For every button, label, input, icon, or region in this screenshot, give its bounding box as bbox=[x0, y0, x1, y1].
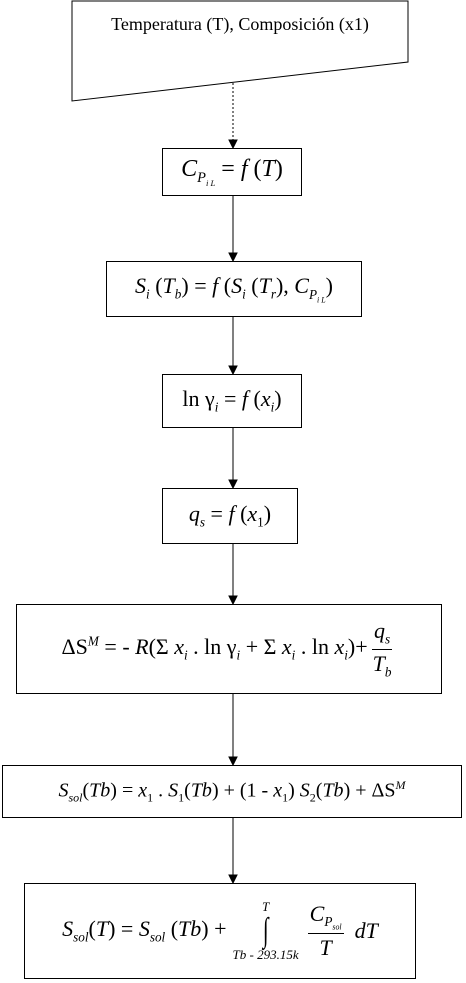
arrowhead-3 bbox=[228, 365, 238, 376]
arrowhead-2 bbox=[228, 252, 238, 263]
ln-gamma-box: ln γi = f (xi) bbox=[162, 374, 302, 428]
arrowhead-1 bbox=[228, 139, 238, 150]
delta-s-box: ΔSM = - R(Σ xi . ln γi + Σ xi . ln xi)+q… bbox=[16, 604, 442, 694]
arrowhead-5 bbox=[228, 595, 238, 606]
s-sol-t-box: Ssol(T) = Ssol (Tb) + T ∫ Tb - 293.15k C… bbox=[24, 883, 416, 979]
s-sol-tb-box: Ssol(Tb) = x1 . S1(Tb) + (1 - x1) S2(Tb)… bbox=[2, 765, 462, 818]
cp-box: CPi L = f (T) bbox=[162, 148, 302, 196]
qs-box: qs = f (x1) bbox=[162, 488, 298, 544]
integral-sign: T ∫ Tb - 293.15k bbox=[232, 899, 299, 962]
input-label: Temperatura (T), Composición (x1) bbox=[111, 14, 369, 34]
arrowhead-6 bbox=[228, 756, 238, 767]
arrowhead-4 bbox=[228, 479, 238, 490]
arrowhead-7 bbox=[228, 874, 238, 885]
s-tb-box: Si (Tb) = f (Si (Tr), CPi L) bbox=[106, 261, 362, 317]
manual-input-shape bbox=[71, 0, 409, 102]
